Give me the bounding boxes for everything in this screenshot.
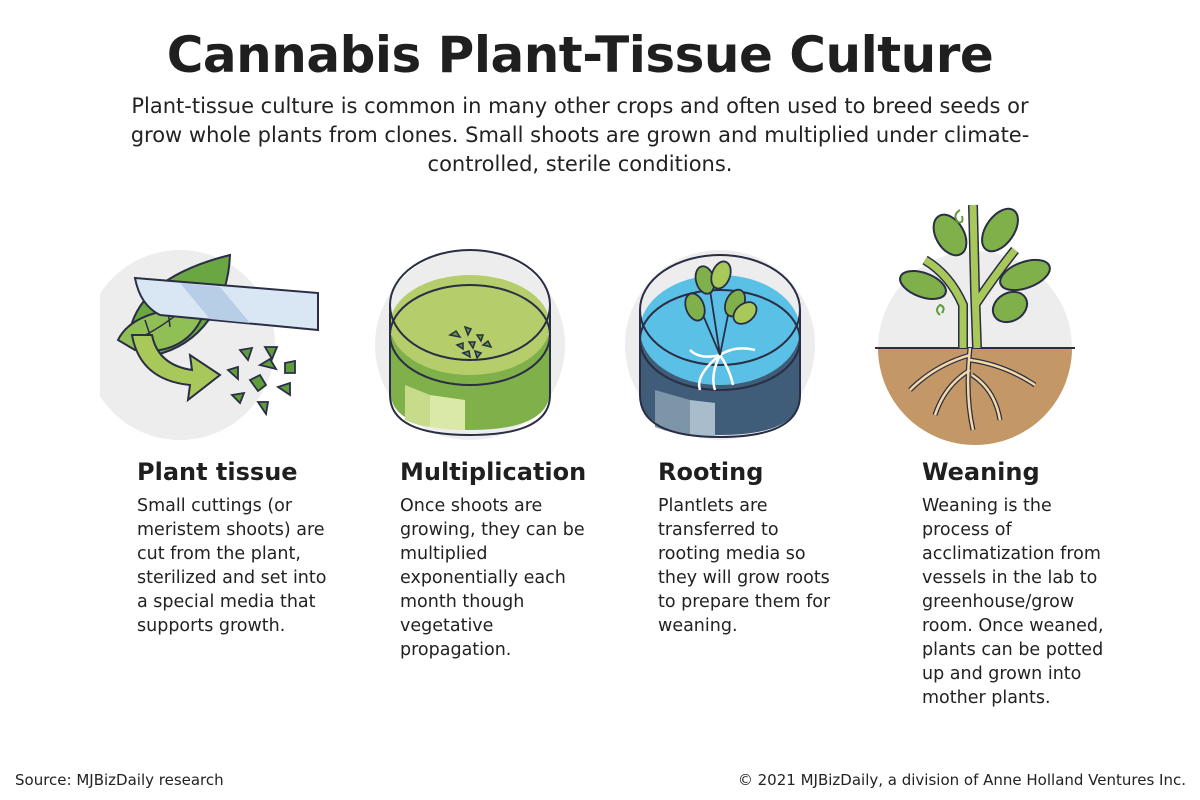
- step-rooting: Rooting Plantlets are transferred to roo…: [658, 458, 858, 638]
- leaf-knife-icon: [100, 250, 319, 440]
- step-body: Plantlets are transferred to rooting med…: [658, 496, 831, 636]
- subtitle: Plant-tissue culture is common in many o…: [130, 94, 1030, 176]
- rooting-dish-icon: [625, 250, 815, 440]
- page-title: Cannabis Plant-Tissue Culture: [166, 26, 994, 84]
- step-multiplication: Multiplication Once shoots are growing, …: [400, 458, 600, 662]
- step-heading: Multiplication: [400, 458, 587, 486]
- step-body: Once shoots are growing, they can be mul…: [400, 496, 585, 660]
- step-heading: Weaning: [922, 458, 1040, 486]
- source-note: Source: MJBizDaily research: [15, 771, 224, 789]
- step-heading: Plant tissue: [137, 458, 298, 486]
- potted-plant-roots-icon: [875, 204, 1075, 445]
- step-weaning: Weaning Weaning is the process of acclim…: [922, 458, 1122, 710]
- step-plant-tissue: Plant tissue Small cuttings (or meristem…: [137, 458, 337, 638]
- petri-dish-icon: [375, 249, 565, 440]
- step-body: Small cuttings (or meristem shoots) are …: [137, 496, 327, 636]
- step-body: Weaning is the process of acclimatizatio…: [922, 496, 1104, 708]
- copyright-note: © 2021 MJBizDaily, a division of Anne Ho…: [737, 771, 1186, 789]
- step-heading: Rooting: [658, 458, 764, 486]
